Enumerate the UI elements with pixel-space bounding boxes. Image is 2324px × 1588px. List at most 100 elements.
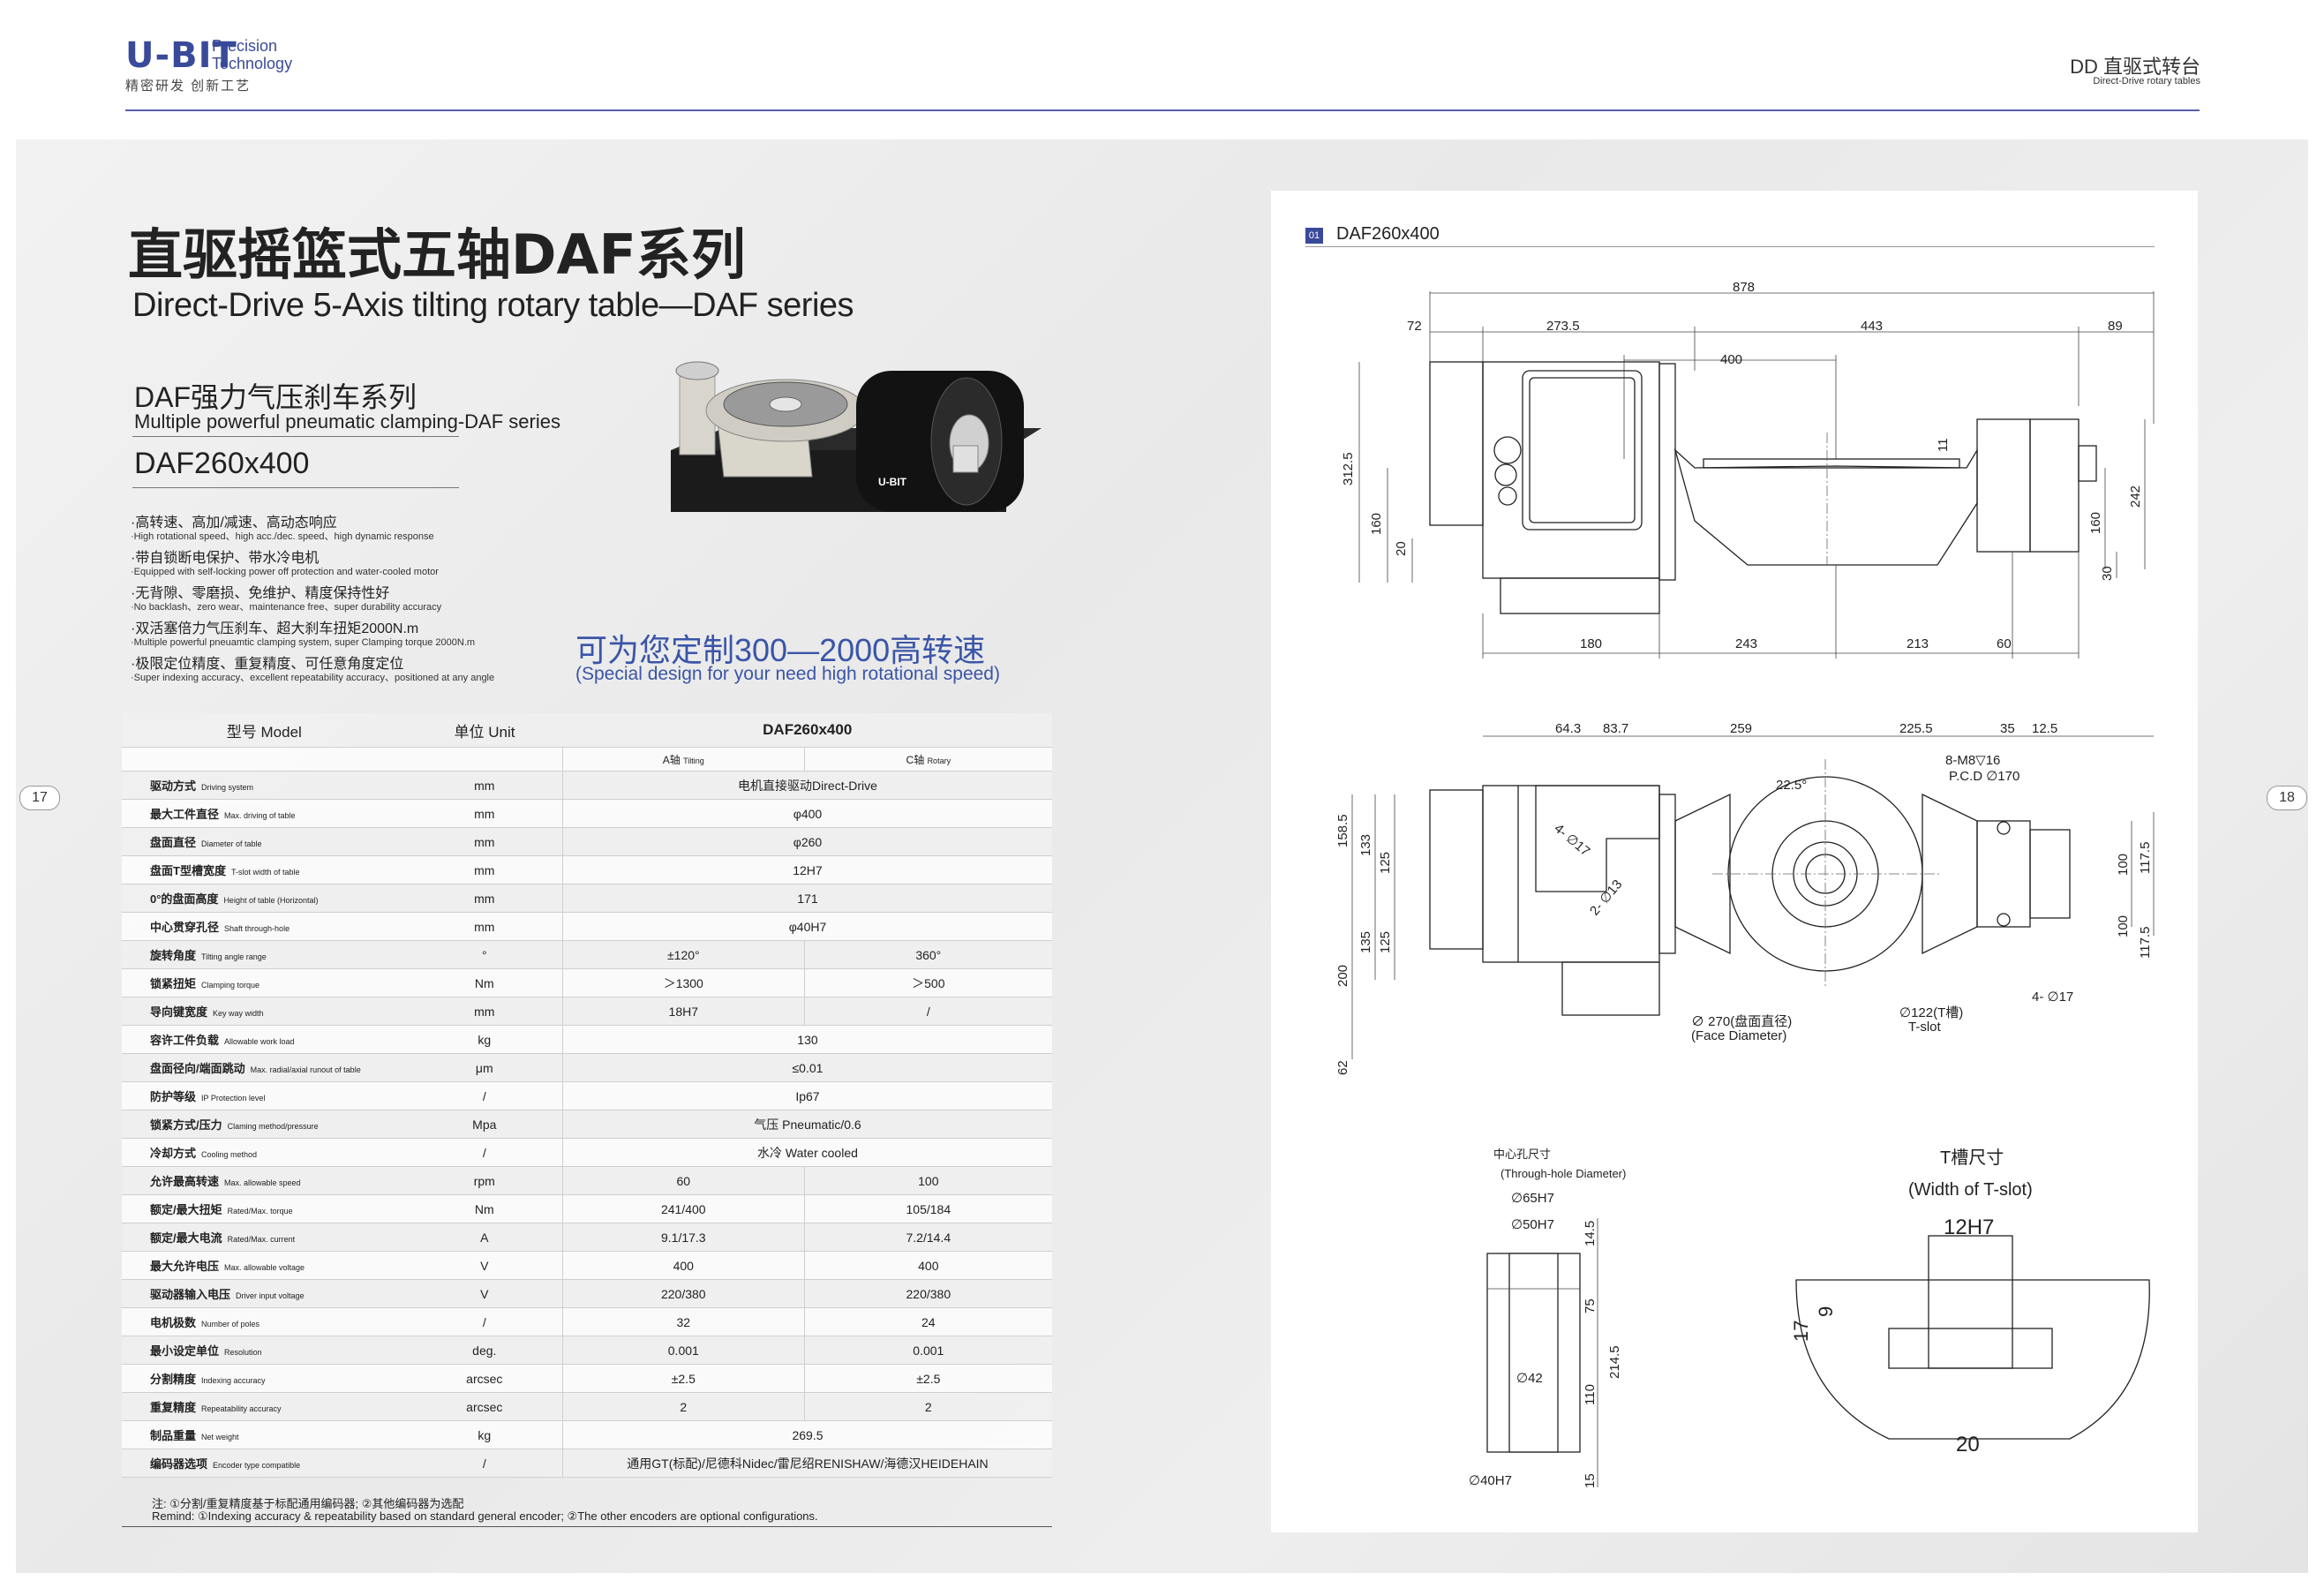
param-unit: mm (406, 884, 563, 913)
brand-tagline: 精密研发 创新工艺 (125, 79, 252, 94)
dim-225-5: 225.5 (1899, 721, 1933, 736)
param-value: 通用GT(标配)/尼德科Nidec/雷尼绍RENISHAW/海德汉HEIDEHA… (561, 1449, 1052, 1478)
param-unit: A (406, 1223, 563, 1252)
hole-dim-14-5: 14.5 (1583, 1221, 1598, 1246)
param-unit: V (406, 1251, 563, 1280)
custom-speed-cn: 可为您定制300—2000高转速 (575, 632, 986, 668)
dim-160-right: 160 (2088, 512, 2103, 534)
param-unit: μm (406, 1053, 563, 1082)
dim-117-5-b: 117.5 (2138, 927, 2153, 959)
brand-logo-subtitle: Precision Technology (212, 37, 293, 72)
param-value-c-axis: 2 (803, 1392, 1052, 1421)
section-title-en: Direct-Drive rotary tables (2093, 76, 2200, 87)
param-value-a-axis: 220/380 (561, 1279, 805, 1308)
page-title-cn: 直驱摇篮式五轴DAF系列 (128, 222, 746, 287)
param-value: φ400 (561, 799, 1052, 828)
param-value: Ip67 (561, 1081, 1052, 1110)
param-value-a-axis: 241/400 (561, 1194, 805, 1223)
param-value: 269.5 (561, 1420, 1052, 1449)
dim-12-5: 12.5 (2032, 721, 2057, 736)
feature-item: ·双活塞倍力气压刹车、超大刹车扭矩2000N.m·Multiple powerf… (131, 621, 476, 648)
subheader-c-axis: C轴 Rotary (803, 747, 1052, 771)
table-subheader-row: A轴 Tilting C轴 Rotary (122, 747, 1052, 771)
param-unit: ° (406, 940, 563, 969)
dim-100-b: 100 (2116, 915, 2131, 937)
dim-180: 180 (1580, 636, 1602, 651)
param-value: 12H7 (561, 855, 1052, 884)
label-pcd: P.C.D ∅170 (1949, 769, 2019, 784)
param-value-c-axis: 0.001 (803, 1336, 1052, 1365)
label-4-17-b: 4- ∅17 (2032, 990, 2073, 1005)
param-value: 水冷 Water cooled (561, 1138, 1052, 1167)
param-unit: Nm (406, 1194, 563, 1223)
param-value-c-axis: 400 (803, 1251, 1052, 1280)
dim-30: 30 (2100, 566, 2115, 581)
brand-logo: U-BIT (125, 35, 237, 76)
param-value: 130 (561, 1025, 1052, 1054)
dim-878: 878 (1733, 280, 1755, 295)
through-hole-detail: 中心孔尺寸 (Through-hole Diameter) ∅65H7 ∅50H… (1469, 1148, 1626, 1488)
param-value-c-axis: ＞500 (803, 968, 1052, 997)
dim-35: 35 (2000, 721, 2015, 736)
tslot-dim-20: 20 (1956, 1433, 1980, 1456)
param-unit: rpm (406, 1166, 563, 1195)
dim-62: 62 (1335, 1060, 1350, 1075)
page-number-left: 17 (19, 786, 60, 810)
top-view: 878 72 273.5 443 89 400 180 243 213 60 (1341, 280, 2155, 659)
dim-259: 259 (1730, 721, 1752, 736)
param-value: 171 (561, 884, 1052, 913)
hole-d65: ∅65H7 (1511, 1191, 1554, 1206)
hole-d42: ∅42 (1516, 1371, 1543, 1386)
series-subtitle-cn: DAF强力气压刹车系列 (134, 381, 417, 413)
header-product: DAF260x400 (562, 713, 1052, 748)
param-unit: mm (406, 912, 563, 941)
dim-60: 60 (1997, 636, 2012, 651)
label-tslot-en: T-slot (1908, 1020, 1942, 1035)
drawing-panel (1271, 191, 2198, 1532)
param-value-c-axis: 105/184 (803, 1194, 1052, 1223)
param-value: φ40H7 (561, 912, 1052, 941)
param-value-c-axis: 24 (803, 1307, 1052, 1336)
param-value-a-axis: 32 (561, 1307, 805, 1336)
dim-89: 89 (2108, 319, 2123, 334)
note-divider (122, 1526, 1052, 1527)
param-value-a-axis: 60 (561, 1166, 805, 1195)
spec-table: 型号 Model 单位 Unit DAF260x400 A轴 Tilting C… (122, 713, 1052, 1478)
hole-d50: ∅50H7 (1511, 1217, 1554, 1232)
hole-title-cn: 中心孔尺寸 (1493, 1148, 1551, 1161)
param-unit: Nm (406, 968, 563, 997)
param-unit: mm (406, 827, 563, 856)
dim-312-5: 312.5 (1341, 452, 1356, 485)
header-divider (125, 109, 2200, 111)
dim-72: 72 (1407, 319, 1422, 334)
drawing-badge: 01 (1305, 228, 1323, 244)
param-value-a-axis: 18H7 (561, 997, 805, 1026)
param-value-c-axis: ±2.5 (803, 1364, 1052, 1393)
dim-125-a: 125 (1378, 852, 1393, 874)
param-value-a-axis: ±2.5 (561, 1364, 805, 1393)
